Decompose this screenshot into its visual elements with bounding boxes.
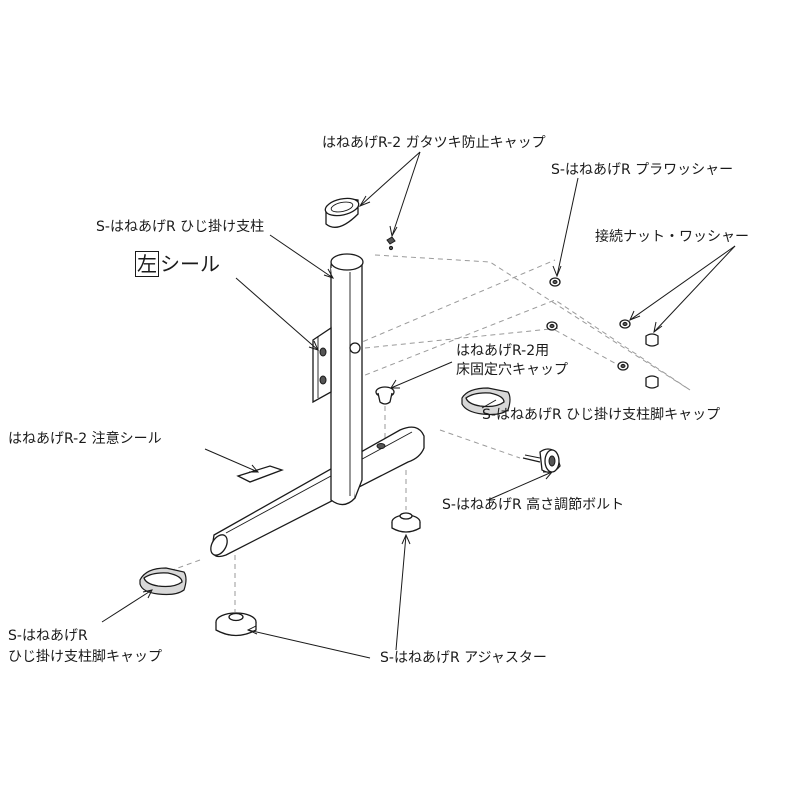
rattle-cap-shape bbox=[324, 197, 396, 251]
leader-lines bbox=[101, 151, 736, 659]
seal-box-char: 左 bbox=[135, 251, 159, 277]
label-leg-cap-left-line2: ひじ掛け支柱脚キャップ bbox=[8, 649, 162, 665]
label-pull-washer: S-はねあげR プラワッシャー bbox=[551, 162, 734, 178]
label-adjuster: S-はねあげR アジャスター bbox=[380, 650, 547, 666]
label-left-seal: 左シール bbox=[135, 251, 220, 277]
floor-hole-cap-shape bbox=[375, 386, 395, 405]
label-leg-cap-left-line1: S-はねあげR bbox=[8, 628, 88, 644]
label-floor-cap-line1: はねあげR-2用 bbox=[456, 343, 550, 359]
caution-seal-shape bbox=[236, 465, 284, 483]
label-rattle-cap: はねあげR-2 ガタツキ防止キャップ bbox=[322, 135, 546, 151]
label-nut-washer: 接続ナット・ワッシャー bbox=[595, 229, 749, 245]
leg-cap-right-shape bbox=[461, 387, 511, 416]
seal-rest-text: シール bbox=[160, 252, 220, 276]
height-bolt-shape bbox=[522, 448, 561, 473]
elbow-pillar-shape bbox=[312, 253, 364, 506]
leg-cap-left-shape bbox=[139, 567, 187, 596]
label-height-bolt: S-はねあげR 高さ調節ボルト bbox=[442, 497, 625, 513]
washer-nut-shapes bbox=[546, 277, 659, 389]
assembly-guide-lines bbox=[149, 254, 691, 612]
label-floor-cap-line2: 床固定穴キャップ bbox=[456, 362, 568, 378]
label-leg-cap-right: S-はねあげR ひじ掛け支柱脚キャップ bbox=[482, 407, 721, 423]
label-elbow-pillar: S-はねあげR ひじ掛け支柱 bbox=[96, 219, 265, 235]
adjuster-shapes bbox=[215, 512, 421, 637]
base-bar bbox=[210, 426, 425, 558]
label-caution-seal: はねあげR-2 注意シール bbox=[8, 431, 162, 447]
